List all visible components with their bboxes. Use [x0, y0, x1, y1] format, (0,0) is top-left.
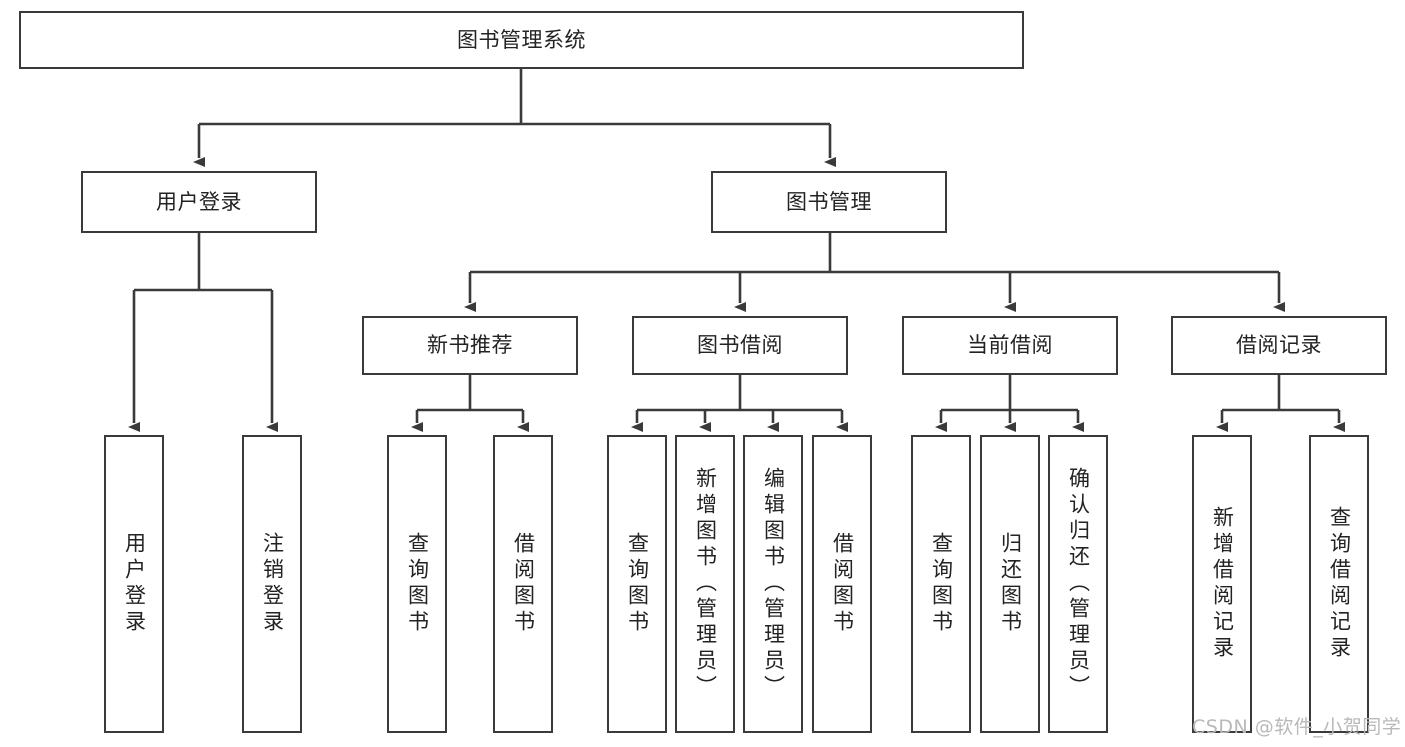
node-leaf-confirm-return-admin[interactable]: 确认归还（管理员）: [1048, 435, 1108, 733]
node-book-management-label: 图书管理: [786, 189, 872, 214]
node-leaf-query-borrow-record-label: 查询借阅记录: [1327, 506, 1352, 662]
node-leaf-query-book-recommend-label: 查询图书: [405, 532, 430, 636]
node-leaf-return-book-label: 归还图书: [998, 532, 1023, 636]
node-borrow-records[interactable]: 借阅记录: [1171, 316, 1387, 375]
node-user-login-label: 用户登录: [156, 189, 242, 214]
node-new-book-recommend-label: 新书推荐: [427, 333, 513, 358]
node-book-borrow-label: 图书借阅: [697, 333, 783, 358]
node-leaf-borrow-book-recommend-label: 借阅图书: [511, 532, 536, 636]
node-leaf-edit-book-admin-label: 编辑图书（管理员）: [761, 467, 786, 701]
node-leaf-return-book[interactable]: 归还图书: [980, 435, 1040, 733]
node-leaf-query-book-recommend[interactable]: 查询图书: [387, 435, 447, 733]
node-book-management[interactable]: 图书管理: [711, 171, 947, 233]
node-leaf-add-borrow-record[interactable]: 新增借阅记录: [1192, 435, 1252, 733]
node-leaf-query-borrow-record[interactable]: 查询借阅记录: [1309, 435, 1369, 733]
node-root-label: 图书管理系统: [457, 27, 586, 52]
node-leaf-edit-book-admin[interactable]: 编辑图书（管理员）: [743, 435, 803, 733]
node-leaf-borrow-book[interactable]: 借阅图书: [812, 435, 872, 733]
node-leaf-borrow-book-label: 借阅图书: [830, 532, 855, 636]
node-leaf-query-book-current[interactable]: 查询图书: [911, 435, 971, 733]
node-borrow-records-label: 借阅记录: [1236, 333, 1322, 358]
node-leaf-query-book-current-label: 查询图书: [929, 532, 954, 636]
node-current-borrow-label: 当前借阅: [967, 333, 1053, 358]
node-leaf-confirm-return-admin-label: 确认归还（管理员）: [1066, 467, 1091, 701]
node-leaf-logout-label: 注销登录: [260, 532, 285, 636]
node-leaf-add-book-admin[interactable]: 新增图书（管理员）: [675, 435, 735, 733]
node-leaf-query-book-borrow[interactable]: 查询图书: [607, 435, 667, 733]
node-leaf-user-login[interactable]: 用户登录: [104, 435, 164, 733]
node-leaf-user-login-label: 用户登录: [122, 532, 147, 636]
node-leaf-borrow-book-recommend[interactable]: 借阅图书: [493, 435, 553, 733]
node-leaf-add-book-admin-label: 新增图书（管理员）: [693, 467, 718, 701]
node-root-book-management-system[interactable]: 图书管理系统: [19, 11, 1024, 69]
node-current-borrow[interactable]: 当前借阅: [902, 316, 1118, 375]
node-user-login[interactable]: 用户登录: [81, 171, 317, 233]
node-new-book-recommend[interactable]: 新书推荐: [362, 316, 578, 375]
node-leaf-logout[interactable]: 注销登录: [242, 435, 302, 733]
node-book-borrow[interactable]: 图书借阅: [632, 316, 848, 375]
node-leaf-add-borrow-record-label: 新增借阅记录: [1210, 506, 1235, 662]
node-leaf-query-book-borrow-label: 查询图书: [625, 532, 650, 636]
